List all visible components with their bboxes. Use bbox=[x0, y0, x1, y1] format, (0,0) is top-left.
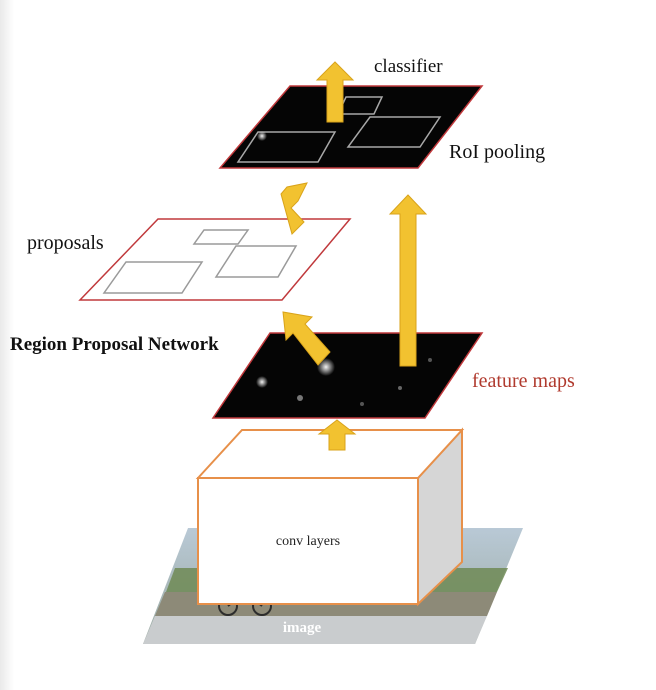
conv-layers-box bbox=[195, 427, 465, 607]
proposal-box bbox=[102, 261, 204, 294]
arrows bbox=[280, 61, 428, 451]
activation-dot bbox=[297, 395, 303, 401]
roi-box bbox=[346, 116, 442, 148]
feature-maps-plane bbox=[211, 332, 484, 419]
roi-pooling-plane bbox=[218, 85, 484, 169]
proposals-to-roi-arrow bbox=[280, 182, 308, 235]
proposals-label: proposals bbox=[27, 232, 104, 254]
image-label: image bbox=[283, 620, 322, 636]
region-proposal-network-label: Region Proposal Network bbox=[10, 334, 219, 355]
roi-pooling-label: RoI pooling bbox=[449, 141, 545, 163]
activation-dot bbox=[360, 402, 364, 406]
activation-dot bbox=[398, 386, 402, 390]
activation-blob bbox=[256, 376, 268, 388]
conv-layers-label: conv layers bbox=[276, 534, 340, 549]
rpn-arrow bbox=[282, 311, 331, 366]
activation-blob bbox=[317, 358, 335, 376]
page-edge-shadow bbox=[0, 0, 14, 690]
conv-to-features-arrow bbox=[317, 419, 357, 451]
features-to-roi-arrow bbox=[388, 194, 428, 367]
feature-maps-label: feature maps bbox=[472, 370, 575, 392]
classifier-arrow bbox=[315, 61, 355, 123]
proposal-box bbox=[192, 229, 250, 245]
activation-blob bbox=[257, 131, 267, 141]
classifier-label: classifier bbox=[374, 56, 443, 77]
proposals-plane bbox=[78, 218, 352, 301]
proposal-box bbox=[214, 245, 298, 278]
roi-box bbox=[236, 131, 337, 163]
activation-dot bbox=[428, 358, 432, 362]
conv-box-front bbox=[197, 477, 419, 605]
